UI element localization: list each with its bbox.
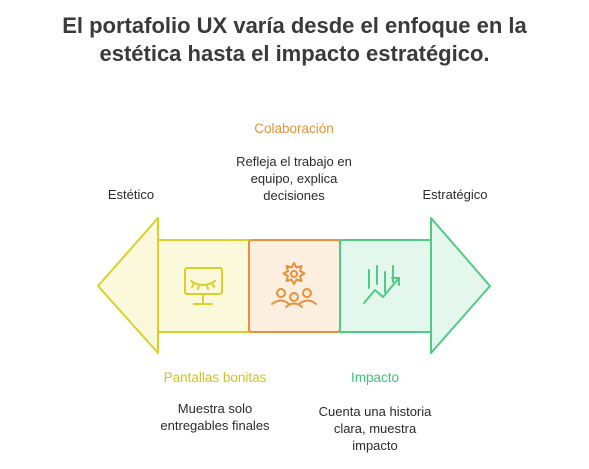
growth-chart-icon xyxy=(363,265,400,304)
segment-collaboration xyxy=(248,239,341,333)
desc-pretty-screens: Muestra solo entregables finales xyxy=(130,400,300,434)
heading-impact: Impacto xyxy=(350,370,400,385)
page-title: El portafolio UX varía desde el enfoque … xyxy=(0,12,589,68)
desc-pretty-screens-line-2: entregables finales xyxy=(160,418,270,433)
label-aesthetic-end: Estético xyxy=(107,187,155,202)
right-arrow-head xyxy=(430,217,491,354)
desc-collaboration-line-2: equipo, explica xyxy=(250,171,338,186)
monitor-eye-icon xyxy=(184,267,223,305)
desc-collaboration-line-1: Refleja el trabajo en xyxy=(236,154,352,169)
left-arrow-head xyxy=(97,217,159,354)
heading-collaboration: Colaboración xyxy=(254,121,334,136)
label-strategic-end: Estratégico xyxy=(422,187,488,202)
desc-impact-line-3: impacto xyxy=(352,438,398,453)
desc-impact: Cuenta una historia clara, muestra impac… xyxy=(295,403,455,454)
title-line-1: El portafolio UX varía desde el enfoque … xyxy=(62,13,527,38)
desc-collaboration: Refleja el trabajo en equipo, explica de… xyxy=(199,153,389,204)
desc-pretty-screens-line-1: Muestra solo xyxy=(177,401,253,416)
title-line-2: estética hasta el impacto estratégico. xyxy=(99,41,490,66)
team-collaboration-icon xyxy=(271,262,317,308)
segment-aesthetic xyxy=(157,239,250,333)
heading-pretty-screens: Pantallas bonitas xyxy=(163,370,267,385)
desc-impact-line-1: Cuenta una historia xyxy=(318,404,432,419)
desc-collaboration-line-3: decisiones xyxy=(263,188,325,203)
desc-impact-line-2: clara, muestra xyxy=(333,421,417,436)
